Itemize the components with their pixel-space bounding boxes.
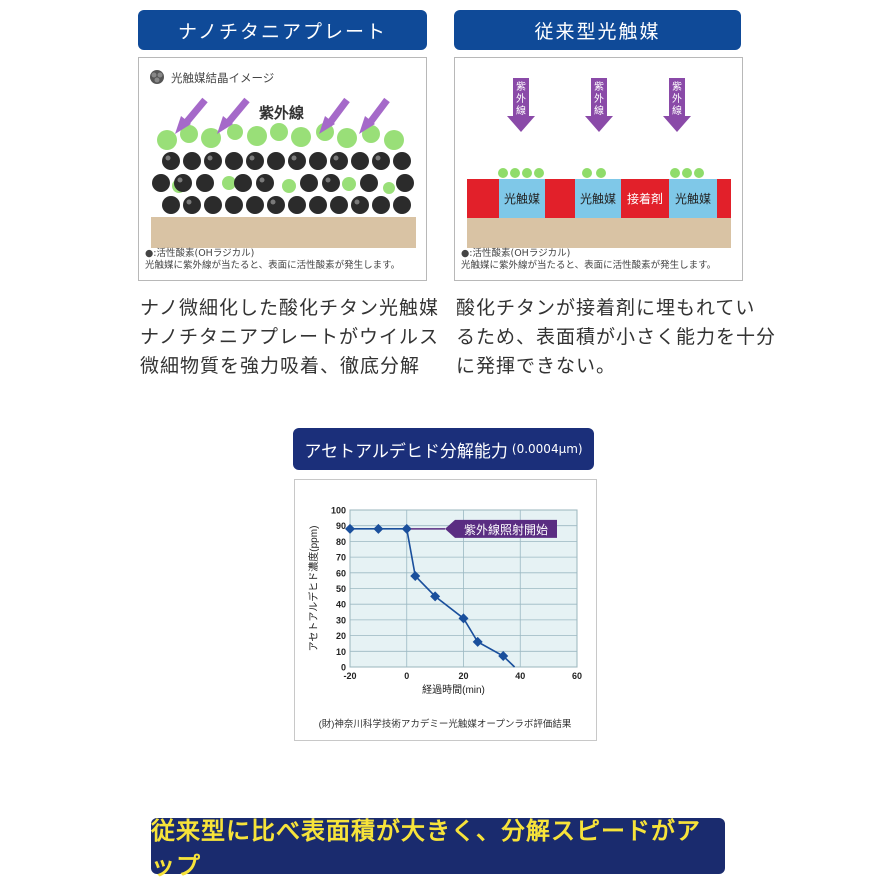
photocatalyst-block — [499, 179, 545, 218]
y-tick-label: 50 — [336, 584, 346, 594]
y-tick-label: 80 — [336, 537, 346, 547]
y-tick-label: 40 — [336, 600, 346, 610]
nano-plate-header-label: ナノチタニアプレート — [177, 20, 388, 43]
svg-text:外: 外 — [516, 93, 526, 105]
crystal-label: 光触媒結晶イメージ — [171, 71, 274, 85]
nano-plate-illustration: 光触媒結晶イメージ 紫外線 — [138, 57, 427, 281]
uv-char-1: 紫 — [516, 81, 526, 93]
data-point — [458, 613, 469, 624]
y-tick-label: 0 — [341, 663, 346, 673]
uv-char-3: 紫 — [672, 81, 682, 93]
x-tick-label: 40 — [515, 671, 525, 681]
pc-label-1: 光触媒 — [504, 192, 540, 206]
legend-line-1: ●:活性酸素(OHラジカル) — [461, 248, 571, 259]
chart-header-title: アセトアルデヒド分解能力 — [304, 441, 508, 462]
data-point — [498, 651, 509, 662]
x-tick-label: 20 — [458, 671, 468, 681]
y-tick-label: 10 — [336, 647, 346, 657]
adhesive-block — [467, 179, 499, 218]
data-point — [472, 636, 483, 647]
chart-header: アセトアルデヒド分解能力 (0.0004μm) — [293, 428, 594, 470]
radical-bubbles — [157, 123, 404, 194]
svg-text:外: 外 — [672, 93, 682, 105]
svg-text:線: 線 — [672, 104, 682, 117]
substrate — [151, 217, 416, 248]
nano-desc-line-2: ナノチタニアプレートがウイルス — [140, 326, 440, 348]
pc-label-3: 光触媒 — [675, 192, 711, 206]
data-point — [401, 523, 412, 534]
conv-desc-line-2: るため、表面積が小さく能力を十分 — [456, 326, 777, 348]
data-point — [430, 591, 441, 602]
x-tick-label: -20 — [343, 671, 356, 681]
y-tick-label: 20 — [336, 631, 346, 641]
conventional-description: 酸化チタンが接着剤に埋もれてい るため、表面積が小さく能力を十分 に発揮できない… — [456, 294, 776, 381]
nano-plate-header: ナノチタニアプレート — [138, 10, 427, 50]
nano-plate-diagram: 光触媒結晶イメージ 紫外線 — [150, 70, 416, 248]
legend-line-2: 光触媒に紫外線が当たると、表面に活性酸素が発生します。 — [145, 260, 401, 271]
uv-char-2: 紫 — [594, 81, 604, 93]
y-tick-label: 70 — [336, 553, 346, 563]
radicals-right — [498, 168, 704, 178]
conventional-header-label: 従来型光触媒 — [534, 20, 661, 43]
substrate-right — [467, 218, 731, 248]
uv-arrows-left — [175, 97, 390, 134]
y-tick-label: 30 — [336, 615, 346, 625]
svg-text:線: 線 — [594, 104, 604, 117]
x-tick-label: 60 — [572, 671, 582, 681]
y-tick-label: 100 — [331, 506, 346, 516]
conventional-header: 従来型光触媒 — [454, 10, 741, 50]
uv-label: 紫外線 — [259, 104, 304, 122]
svg-text:線: 線 — [516, 104, 526, 117]
pc-label-2: 光触媒 — [580, 192, 616, 206]
conv-desc-line-1: 酸化チタンが接着剤に埋もれてい — [456, 297, 756, 319]
crystal-icon — [150, 70, 164, 84]
data-point — [345, 523, 355, 534]
chart-source: (財)神奈川科学技術アカデミー光触媒オープンラボ評価結果 — [319, 718, 572, 730]
annotation-box — [445, 519, 557, 538]
data-point — [373, 523, 384, 534]
y-axis-label: アセトアルデヒド濃度(ppm) — [307, 526, 320, 652]
crystal-highlights — [165, 155, 381, 205]
chart-header-subtitle: (0.0004μm) — [511, 442, 583, 456]
svg-text:外: 外 — [594, 93, 604, 105]
x-tick-label: 0 — [404, 671, 409, 681]
nano-plate-description: ナノ微細化した酸化チタン光触媒 ナノチタニアプレートがウイルス 微細物質を強力吸… — [140, 294, 439, 381]
y-tick-label: 90 — [336, 521, 346, 531]
legend-line-2: 光触媒に紫外線が当たると、表面に活性酸素が発生します。 — [461, 260, 717, 271]
nano-plate-legend: ●:活性酸素(OHラジカル) 光触媒に紫外線が当たると、表面に活性酸素が発生しま… — [145, 248, 400, 272]
data-point — [410, 570, 421, 581]
conventional-diagram: 紫外線 紫外線 紫外線 光触媒 光触媒 接着剤 光触媒 — [467, 78, 731, 248]
conventional-legend: ●:活性酸素(OHラジカル) 光触媒に紫外線が当たると、表面に活性酸素が発生しま… — [461, 248, 716, 272]
y-tick-label: 60 — [336, 568, 346, 578]
conventional-illustration: 紫外線 紫外線 紫外線 光触媒 光触媒 接着剤 光触媒 ●:活性酸素(OHラジカ… — [454, 57, 743, 281]
legend-line-1: ●:活性酸素(OHラジカル) — [145, 248, 255, 259]
conclusion-banner: 従来型に比べ表面積が大きく、分解スピードがアップ — [151, 817, 725, 880]
uv-arrows-right — [507, 78, 691, 132]
adhesive-label: 接着剤 — [627, 191, 663, 206]
annotation-text: 紫外線照射開始 — [464, 522, 548, 537]
nano-desc-line-3: 微細物質を強力吸着、徹底分解 — [140, 355, 421, 377]
x-axis-label: 経過時間(min) — [422, 683, 485, 696]
nano-desc-line-1: ナノ微細化した酸化チタン光触媒 — [140, 297, 440, 319]
conv-desc-line-3: に発揮できない。 — [456, 355, 617, 377]
conclusion-text: 従来型に比べ表面積が大きく、分解スピードがアップ — [151, 817, 701, 880]
